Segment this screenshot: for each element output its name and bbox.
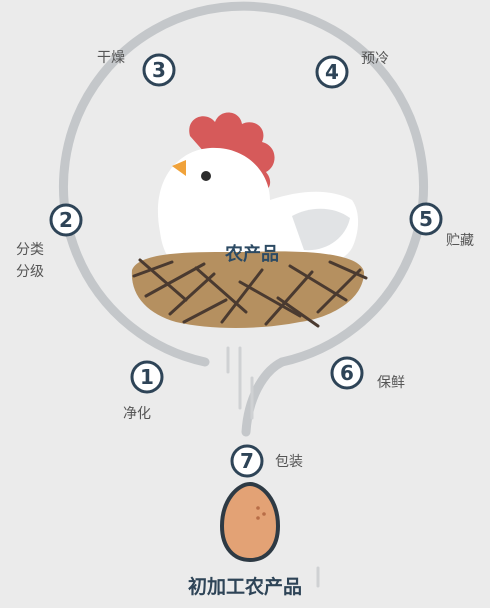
step-2-number: 2 [59,208,73,232]
step-6-label: 保鲜 [377,375,405,391]
step-2-label-line2: 分级 [16,264,44,280]
step-7-label: 包装 [275,454,303,470]
step-3-marker: 3 [142,53,176,87]
step-5-label: 贮藏 [446,233,474,249]
step-4-number: 4 [325,60,339,84]
step-6-marker: 6 [330,356,364,390]
step-6-number: 6 [340,361,354,385]
step-markers: 1 2 3 4 5 6 7 [49,53,443,478]
step-4-label: 预冷 [361,51,389,67]
step-7-marker: 7 [230,444,264,478]
step-7-number: 7 [240,449,254,473]
step-1-label: 净化 [123,406,151,422]
step-2-marker: 2 [49,203,83,237]
result-label: 初加工农产品 [187,576,302,598]
step-5-number: 5 [419,207,433,231]
hen-illustration [157,112,359,269]
step-1-marker: 1 [130,360,164,394]
egg-illustration [219,481,281,563]
cycle-track [59,1,428,437]
center-label: 农产品 [225,244,279,265]
step-4-marker: 4 [315,55,349,89]
step-3-label: 干燥 [97,50,125,66]
track-arrows [81,40,402,406]
step-5-marker: 5 [409,202,443,236]
step-1-number: 1 [140,365,154,389]
step-3-number: 3 [152,58,166,82]
motion-lines [226,346,320,588]
nest-illustration [131,251,368,328]
step-2-label-line1: 分类 [16,242,44,258]
